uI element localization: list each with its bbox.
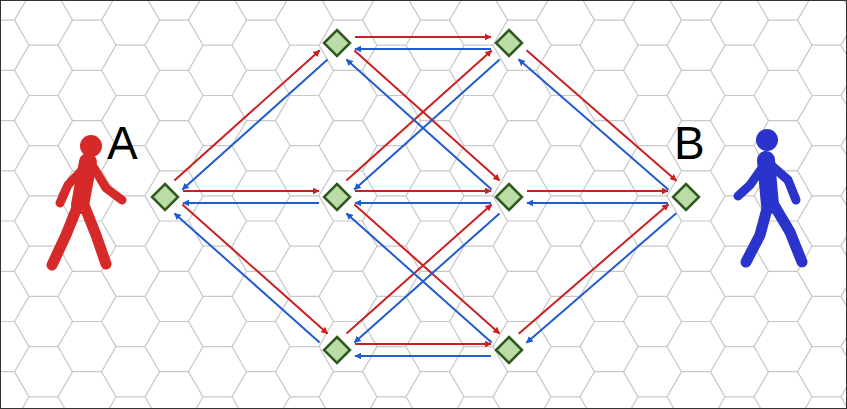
backward-arrow — [346, 60, 491, 190]
backward-arrow — [175, 213, 320, 342]
forward-arrow — [355, 343, 491, 345]
backward-arrow — [355, 355, 491, 357]
backward-arrow — [347, 213, 492, 342]
forward-arrow — [354, 205, 499, 334]
backward-arrow — [527, 213, 677, 342]
forward-arrow — [354, 51, 499, 181]
diamond-shape — [322, 28, 352, 58]
forward-arrow — [355, 36, 491, 38]
waypoint-diamond — [322, 182, 352, 212]
diamond-shape — [494, 182, 524, 212]
forward-arrow — [347, 205, 492, 334]
point-label: A — [107, 120, 138, 166]
backward-arrow — [354, 60, 499, 190]
diamond-shape — [322, 335, 352, 365]
waypoint-diamond — [494, 28, 524, 58]
backward-arrow — [527, 202, 668, 204]
waypoint-diamond — [322, 28, 352, 58]
diamond-shape — [671, 182, 701, 212]
forward-arrow — [174, 51, 319, 181]
walker-blue — [738, 129, 802, 262]
waypoint-diamond — [494, 182, 524, 212]
forward-arrow — [527, 190, 668, 192]
waypoint-diamond — [322, 335, 352, 365]
point-label: B — [674, 120, 705, 166]
backward-arrow — [355, 48, 491, 50]
waypoint-diamond: B — [671, 182, 701, 212]
backward-arrow — [355, 202, 491, 204]
backward-arrow — [354, 213, 499, 342]
diamond-shape — [150, 182, 180, 212]
backward-arrow — [519, 59, 669, 189]
forward-arrow — [355, 190, 491, 192]
backward-arrow — [182, 60, 327, 190]
forward-arrow — [519, 204, 669, 334]
diamond-shape — [322, 182, 352, 212]
forward-arrow — [346, 51, 491, 181]
backward-arrow — [183, 202, 319, 204]
diamond-shape — [494, 28, 524, 58]
waypoint-diamond — [494, 335, 524, 365]
forward-arrow — [182, 205, 327, 334]
forward-arrow — [183, 190, 319, 192]
forward-arrow — [527, 50, 677, 180]
waypoint-diamond: A — [150, 182, 180, 212]
diamond-shape — [494, 335, 524, 365]
